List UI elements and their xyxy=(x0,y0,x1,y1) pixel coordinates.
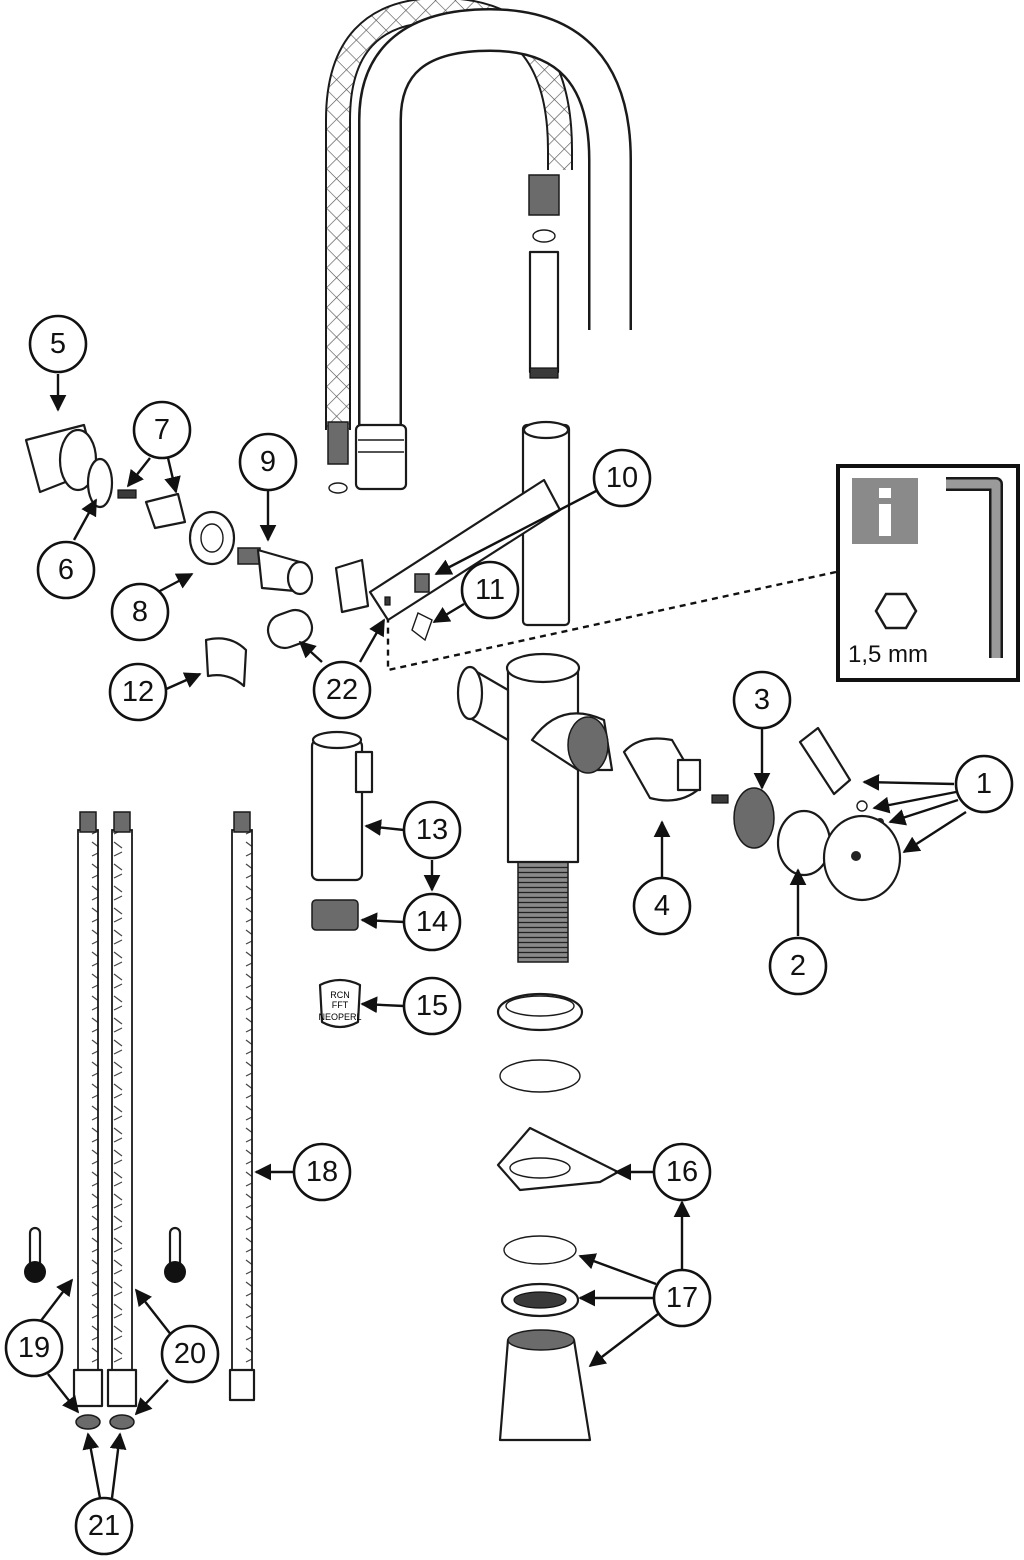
callout-18: 18 xyxy=(292,1142,352,1202)
tool-size-label: 1,5 mm xyxy=(848,641,928,668)
supply-hoses xyxy=(24,811,256,1430)
svg-text:13: 13 xyxy=(416,814,448,846)
hexagon-icon xyxy=(874,592,918,630)
callout-19: 19 xyxy=(4,1318,64,1378)
aerator-brand: NEOPERL xyxy=(318,1012,361,1022)
spout-assembly xyxy=(334,420,571,642)
svg-text:21: 21 xyxy=(88,1510,120,1542)
pull-out-spray-parts: RCN FFT NEOPERL xyxy=(310,730,374,1029)
svg-text:22: 22 xyxy=(326,674,358,706)
svg-text:17: 17 xyxy=(666,1282,698,1314)
mixer-body xyxy=(456,652,614,963)
right-handle-parts xyxy=(622,726,902,902)
callout-10: 10 xyxy=(592,448,652,508)
svg-text:16: 16 xyxy=(666,1156,698,1188)
callout-2: 2 xyxy=(768,936,828,996)
callout-7: 7 xyxy=(132,400,192,460)
callout-16: 16 xyxy=(652,1142,712,1202)
svg-text:5: 5 xyxy=(50,328,66,360)
svg-text:20: 20 xyxy=(174,1338,206,1370)
hot-thermometer-icon xyxy=(24,1226,46,1283)
callout-15: 15 xyxy=(402,976,462,1036)
callout-9: 9 xyxy=(238,432,298,492)
cold-thermometer-icon xyxy=(164,1226,186,1283)
pull-out-hose xyxy=(325,0,632,494)
svg-text:11: 11 xyxy=(475,574,505,606)
callout-4: 4 xyxy=(632,876,692,936)
callout-22: 22 xyxy=(312,660,372,720)
leader-lines xyxy=(39,374,967,1499)
left-valve-parts xyxy=(24,423,314,688)
svg-text:2: 2 xyxy=(790,950,806,982)
callout-21: 21 xyxy=(74,1496,134,1556)
callout-6: 6 xyxy=(36,540,96,600)
svg-text:19: 19 xyxy=(18,1332,50,1364)
aerator-print-1: RCN xyxy=(330,990,350,1000)
mounting-hardware xyxy=(496,992,620,1442)
svg-text:6: 6 xyxy=(58,554,74,586)
callout-8: 8 xyxy=(110,582,170,642)
svg-text:1: 1 xyxy=(976,768,992,800)
callout-13: 13 xyxy=(402,800,462,860)
allen-key-icon xyxy=(946,477,1003,658)
svg-text:12: 12 xyxy=(122,676,154,708)
svg-text:14: 14 xyxy=(416,906,448,938)
callout-14: 14 xyxy=(402,892,462,952)
svg-text:7: 7 xyxy=(154,414,170,446)
callout-17: 17 xyxy=(652,1268,712,1328)
info-icon xyxy=(852,478,918,544)
callout-3: 3 xyxy=(732,670,792,730)
tool-info-box: 1,5 mm xyxy=(836,464,1020,682)
callout-5: 5 xyxy=(28,314,88,374)
aerator-print-2: FFT xyxy=(332,1000,349,1010)
svg-text:3: 3 xyxy=(754,684,770,716)
callout-20: 20 xyxy=(160,1324,220,1384)
callout-1: 1 xyxy=(954,754,1014,814)
svg-text:8: 8 xyxy=(132,596,148,628)
svg-text:10: 10 xyxy=(606,462,638,494)
svg-text:18: 18 xyxy=(306,1156,338,1188)
svg-text:9: 9 xyxy=(260,446,276,478)
svg-text:15: 15 xyxy=(416,990,448,1022)
svg-text:4: 4 xyxy=(654,890,670,922)
callout-12: 12 xyxy=(108,662,168,722)
callout-11: 11 xyxy=(460,560,520,620)
